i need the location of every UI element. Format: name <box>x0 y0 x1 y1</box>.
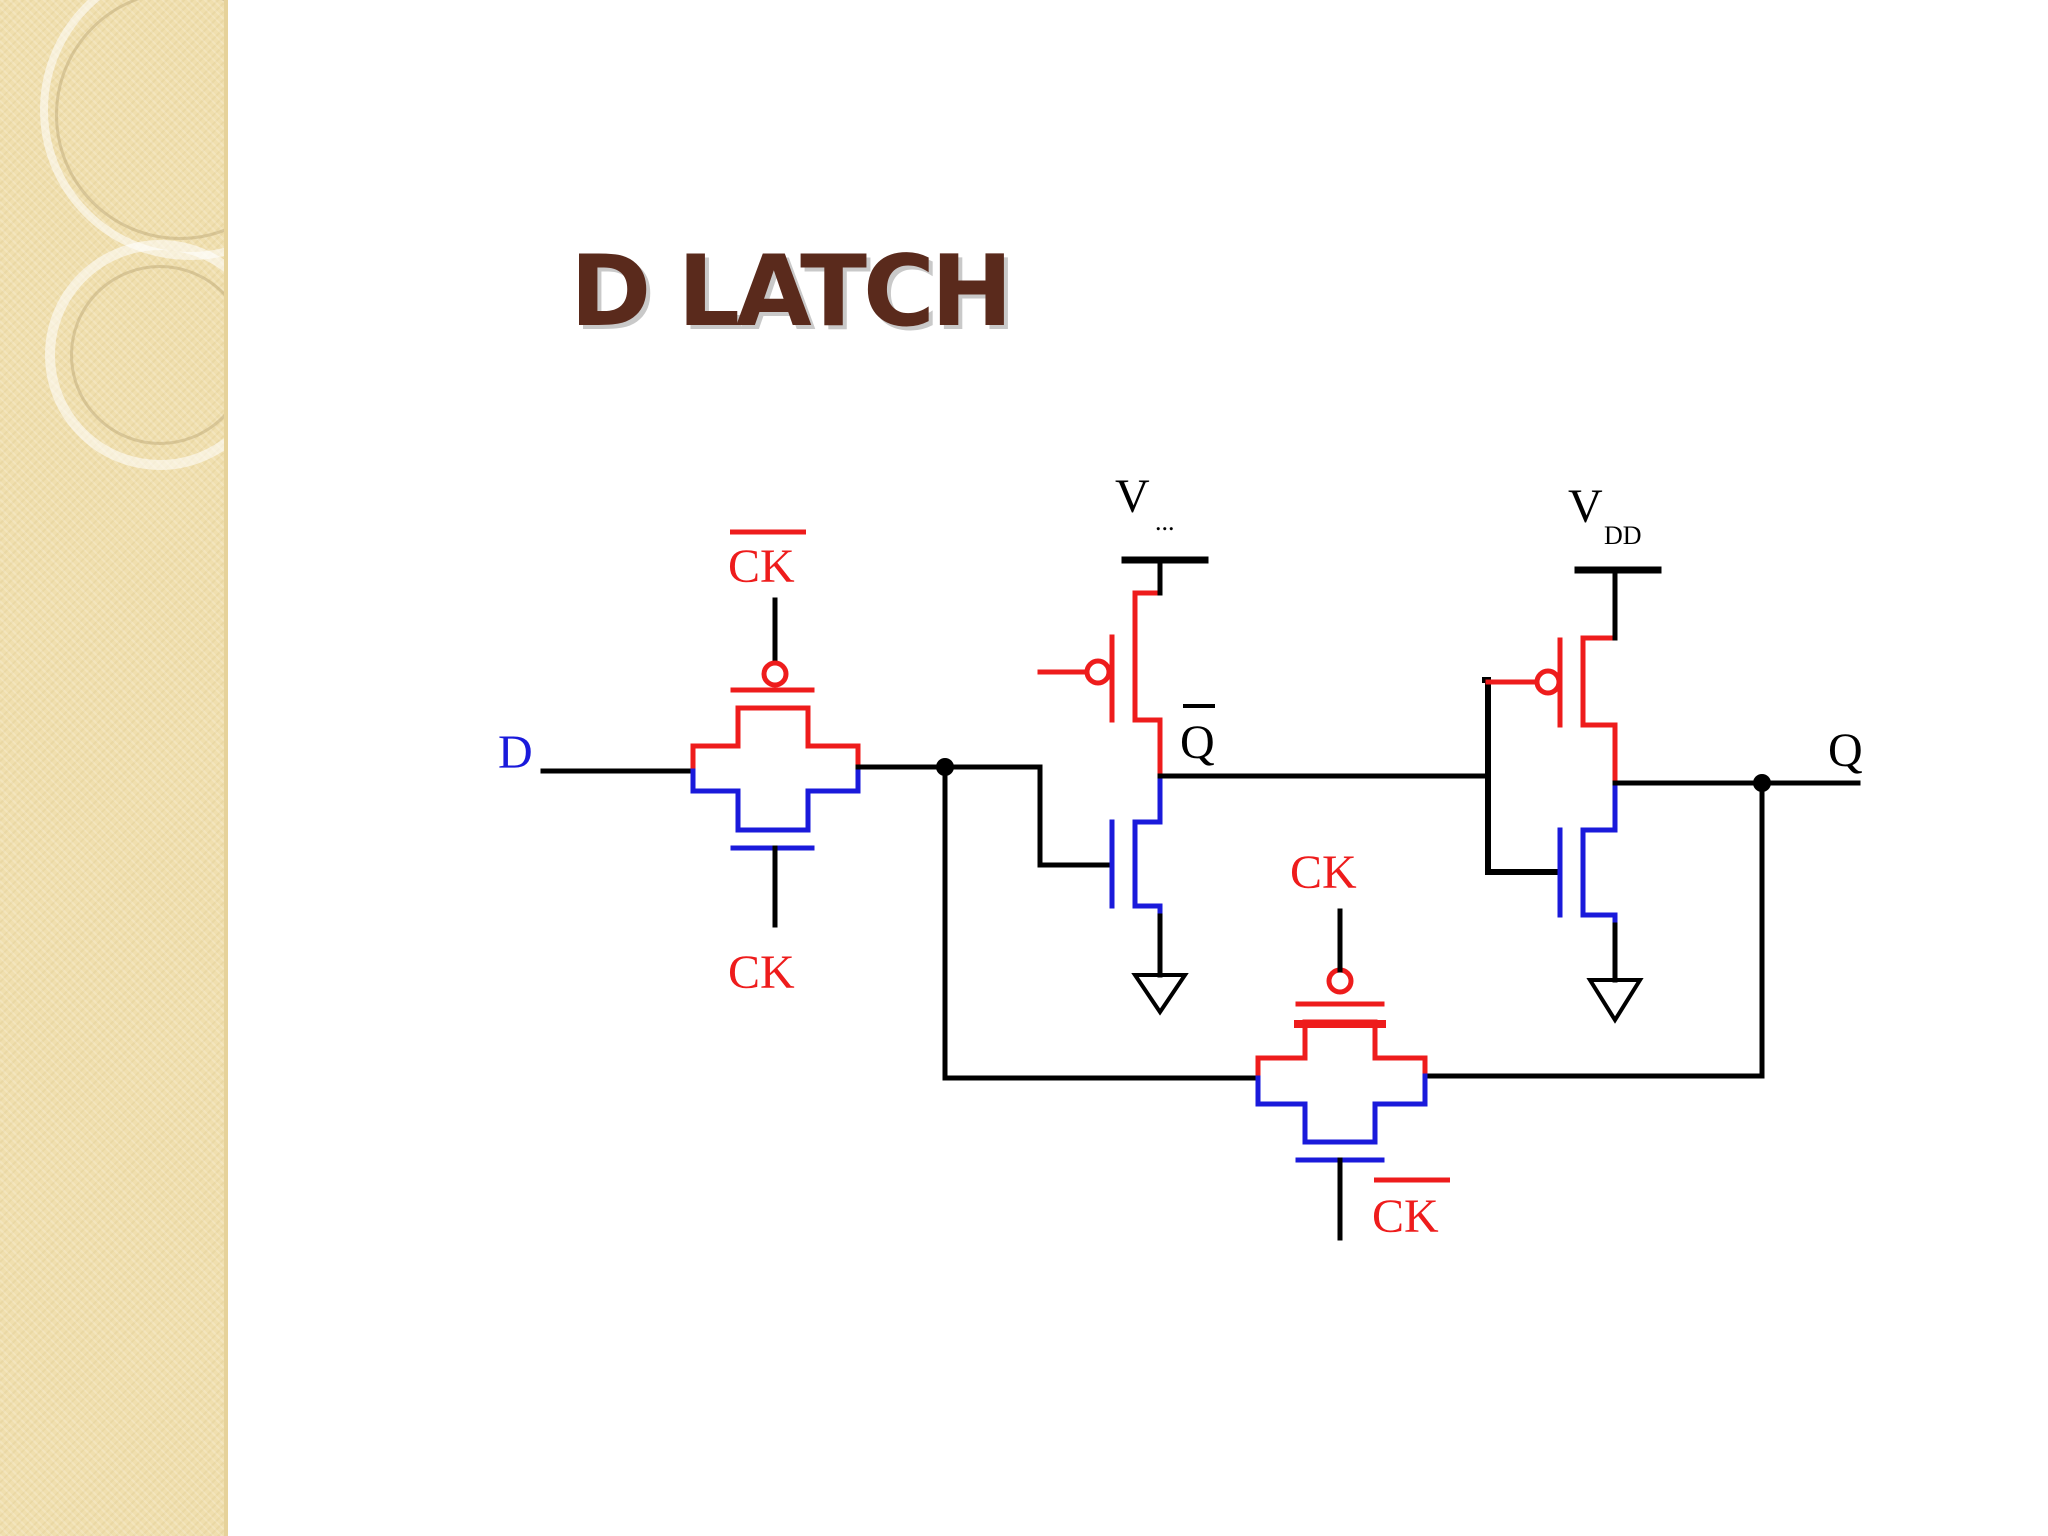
label-tg2-clock-bar: CK <box>1372 1190 1439 1243</box>
label-tg2-clock: CK <box>1290 846 1357 899</box>
label-output-q: Q <box>1828 724 1863 777</box>
transmission-gate-feedback <box>1255 908 1428 1241</box>
slide-title: D LATCH <box>570 235 1013 349</box>
inverter-2 <box>1482 566 1662 1024</box>
label-vdd-right: V <box>1568 480 1603 533</box>
decorative-sidebar <box>0 0 228 1536</box>
label-output-q-bar: Q <box>1180 716 1215 769</box>
feedback-wire <box>942 764 1261 1081</box>
sidebar-edge <box>224 0 228 1536</box>
inverter-1 <box>1032 556 1209 1016</box>
label-tg1-clock: CK <box>728 946 795 999</box>
decorative-ring <box>70 265 228 445</box>
junction-dot <box>936 758 954 776</box>
transmission-gate-input <box>690 597 861 928</box>
label-tg1-clock-bar: CK <box>728 540 795 593</box>
label-vdd-left-sub: ... <box>1155 507 1175 536</box>
label-vdd-left: V <box>1115 470 1150 523</box>
label-vdd-right-sub: DD <box>1604 521 1642 550</box>
label-input-d: D <box>498 726 533 779</box>
q-feedback-wire <box>1422 780 1765 1079</box>
junction-dot <box>1753 774 1771 792</box>
decorative-ring <box>45 240 228 470</box>
